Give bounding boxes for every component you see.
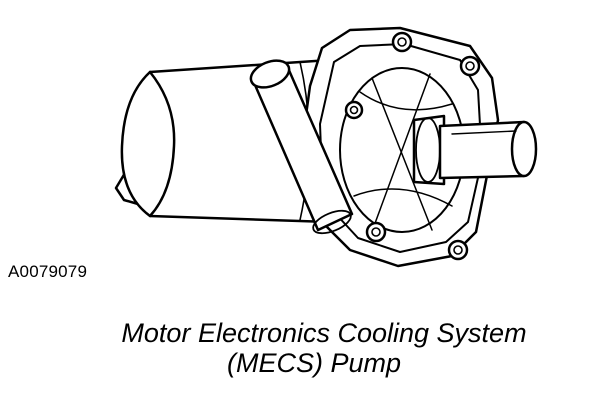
motor-end-cap-edge bbox=[148, 70, 176, 218]
figure-reference-number: A0079079 bbox=[8, 262, 88, 281]
bolt-bottom-right-icon bbox=[447, 239, 469, 261]
outlet-pipe-highlight bbox=[451, 130, 517, 135]
caption-line-1: Motor Electronics Cooling System bbox=[121, 318, 527, 348]
inlet-pipe-opening bbox=[249, 59, 291, 89]
caption-line-2: (MECS) Pump bbox=[226, 348, 402, 378]
outlet-pipe-opening bbox=[510, 120, 538, 178]
mecs-pump-illustration bbox=[114, 26, 538, 268]
bolt-top-icon bbox=[391, 31, 413, 53]
figure-caption: Motor Electronics Cooling System (MECS) … bbox=[0, 318, 608, 378]
mounting-bolts bbox=[344, 31, 481, 261]
outlet-collar bbox=[412, 114, 446, 186]
inlet-pipe-collar bbox=[312, 209, 352, 235]
bolt-lower-left-icon bbox=[365, 221, 387, 243]
volute-ribs bbox=[353, 73, 453, 231]
bolt-center-icon bbox=[344, 100, 364, 120]
bolt-upper-right-icon bbox=[459, 55, 481, 77]
